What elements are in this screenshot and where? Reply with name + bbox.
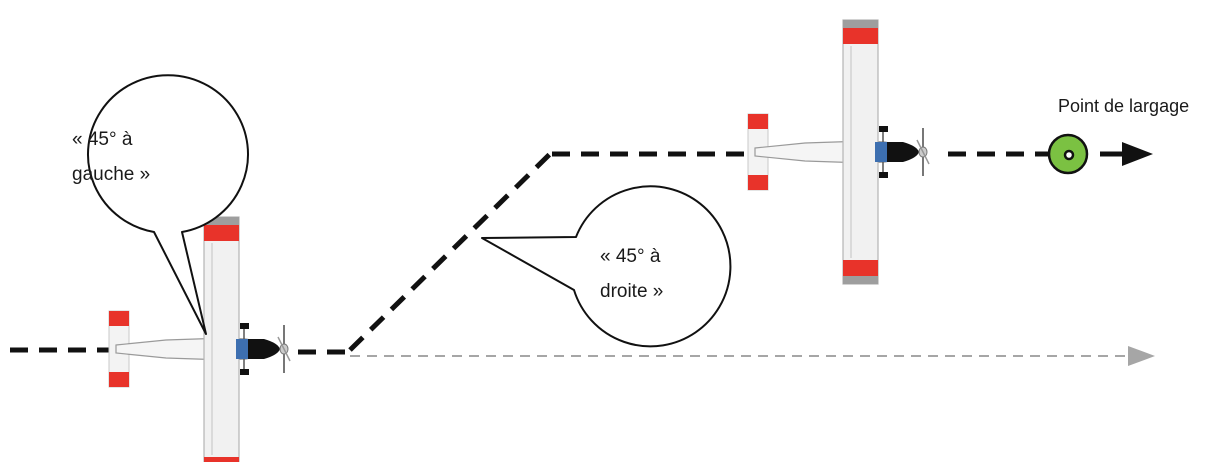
path-segment-diagonal — [348, 152, 552, 352]
bubble-left-line2: gauche » — [72, 164, 150, 185]
aircraft-icon-offset — [747, 19, 930, 285]
speech-bubble-right: « 45° à droite » — [481, 185, 732, 348]
speech-bubble-left: « 45° à gauche » — [72, 74, 249, 335]
bubble-left-line1: « 45° à — [72, 129, 133, 150]
bubble-right-line2: droite » — [600, 281, 663, 302]
reference-arrow-head — [1128, 346, 1155, 366]
path-arrow-head — [1122, 142, 1153, 166]
bubble-right-line1: « 45° à — [600, 246, 661, 267]
aircraft-icon-start — [108, 216, 291, 462]
drop-point-label: Point de largage — [1058, 96, 1189, 116]
target-marker-icon — [1047, 133, 1089, 175]
